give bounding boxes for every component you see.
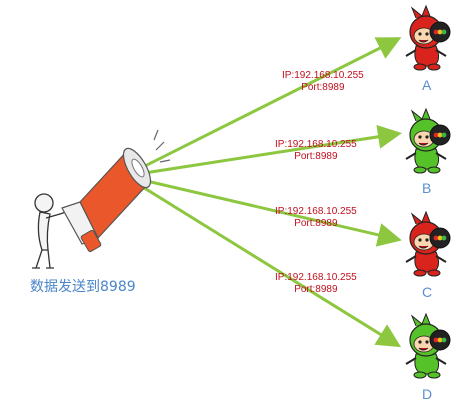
receiver-b-ip: IP:192.168.10.255 bbox=[275, 139, 357, 150]
receiver-b-robot-icon bbox=[405, 107, 451, 174]
receiver-a-ip: IP:192.168.10.255 bbox=[282, 70, 364, 81]
arrow-to-d bbox=[124, 174, 402, 348]
receiver-b-port: Port:8989 bbox=[294, 151, 338, 162]
receiver-c-letter: C bbox=[422, 284, 433, 300]
receiver-c-robot-icon bbox=[405, 210, 451, 277]
receiver-a-robot-icon bbox=[405, 4, 451, 71]
receiver-b-letter: B bbox=[422, 180, 432, 196]
receiver-a-address: IP:192.168.10.255 Port:8989 bbox=[282, 70, 364, 94]
receiver-a-letter: A bbox=[422, 77, 432, 93]
receiver-a-port: Port:8989 bbox=[301, 82, 345, 93]
receiver-c-address: IP:192.168.10.255 Port:8989 bbox=[275, 206, 357, 230]
arrow-to-b bbox=[124, 124, 402, 178]
arrow-to-c bbox=[124, 174, 402, 247]
megaphone-icon bbox=[61, 129, 171, 253]
receiver-d-robot-icon bbox=[405, 312, 451, 379]
receiver-c-port: Port:8989 bbox=[294, 218, 338, 229]
sender-person-icon bbox=[32, 193, 67, 269]
receiver-d-port: Port:8989 bbox=[294, 284, 338, 295]
receiver-d-ip: IP:192.168.10.255 bbox=[275, 272, 357, 283]
arrow-to-a bbox=[124, 37, 402, 178]
receiver-b-address: IP:192.168.10.255 Port:8989 bbox=[275, 139, 357, 163]
receiver-c-ip: IP:192.168.10.255 bbox=[275, 206, 357, 217]
receiver-d-address: IP:192.168.10.255 Port:8989 bbox=[275, 272, 357, 296]
sender-caption: 数据发送到8989 bbox=[30, 279, 136, 295]
arrows bbox=[124, 37, 402, 348]
receiver-d-letter: D bbox=[422, 386, 433, 402]
